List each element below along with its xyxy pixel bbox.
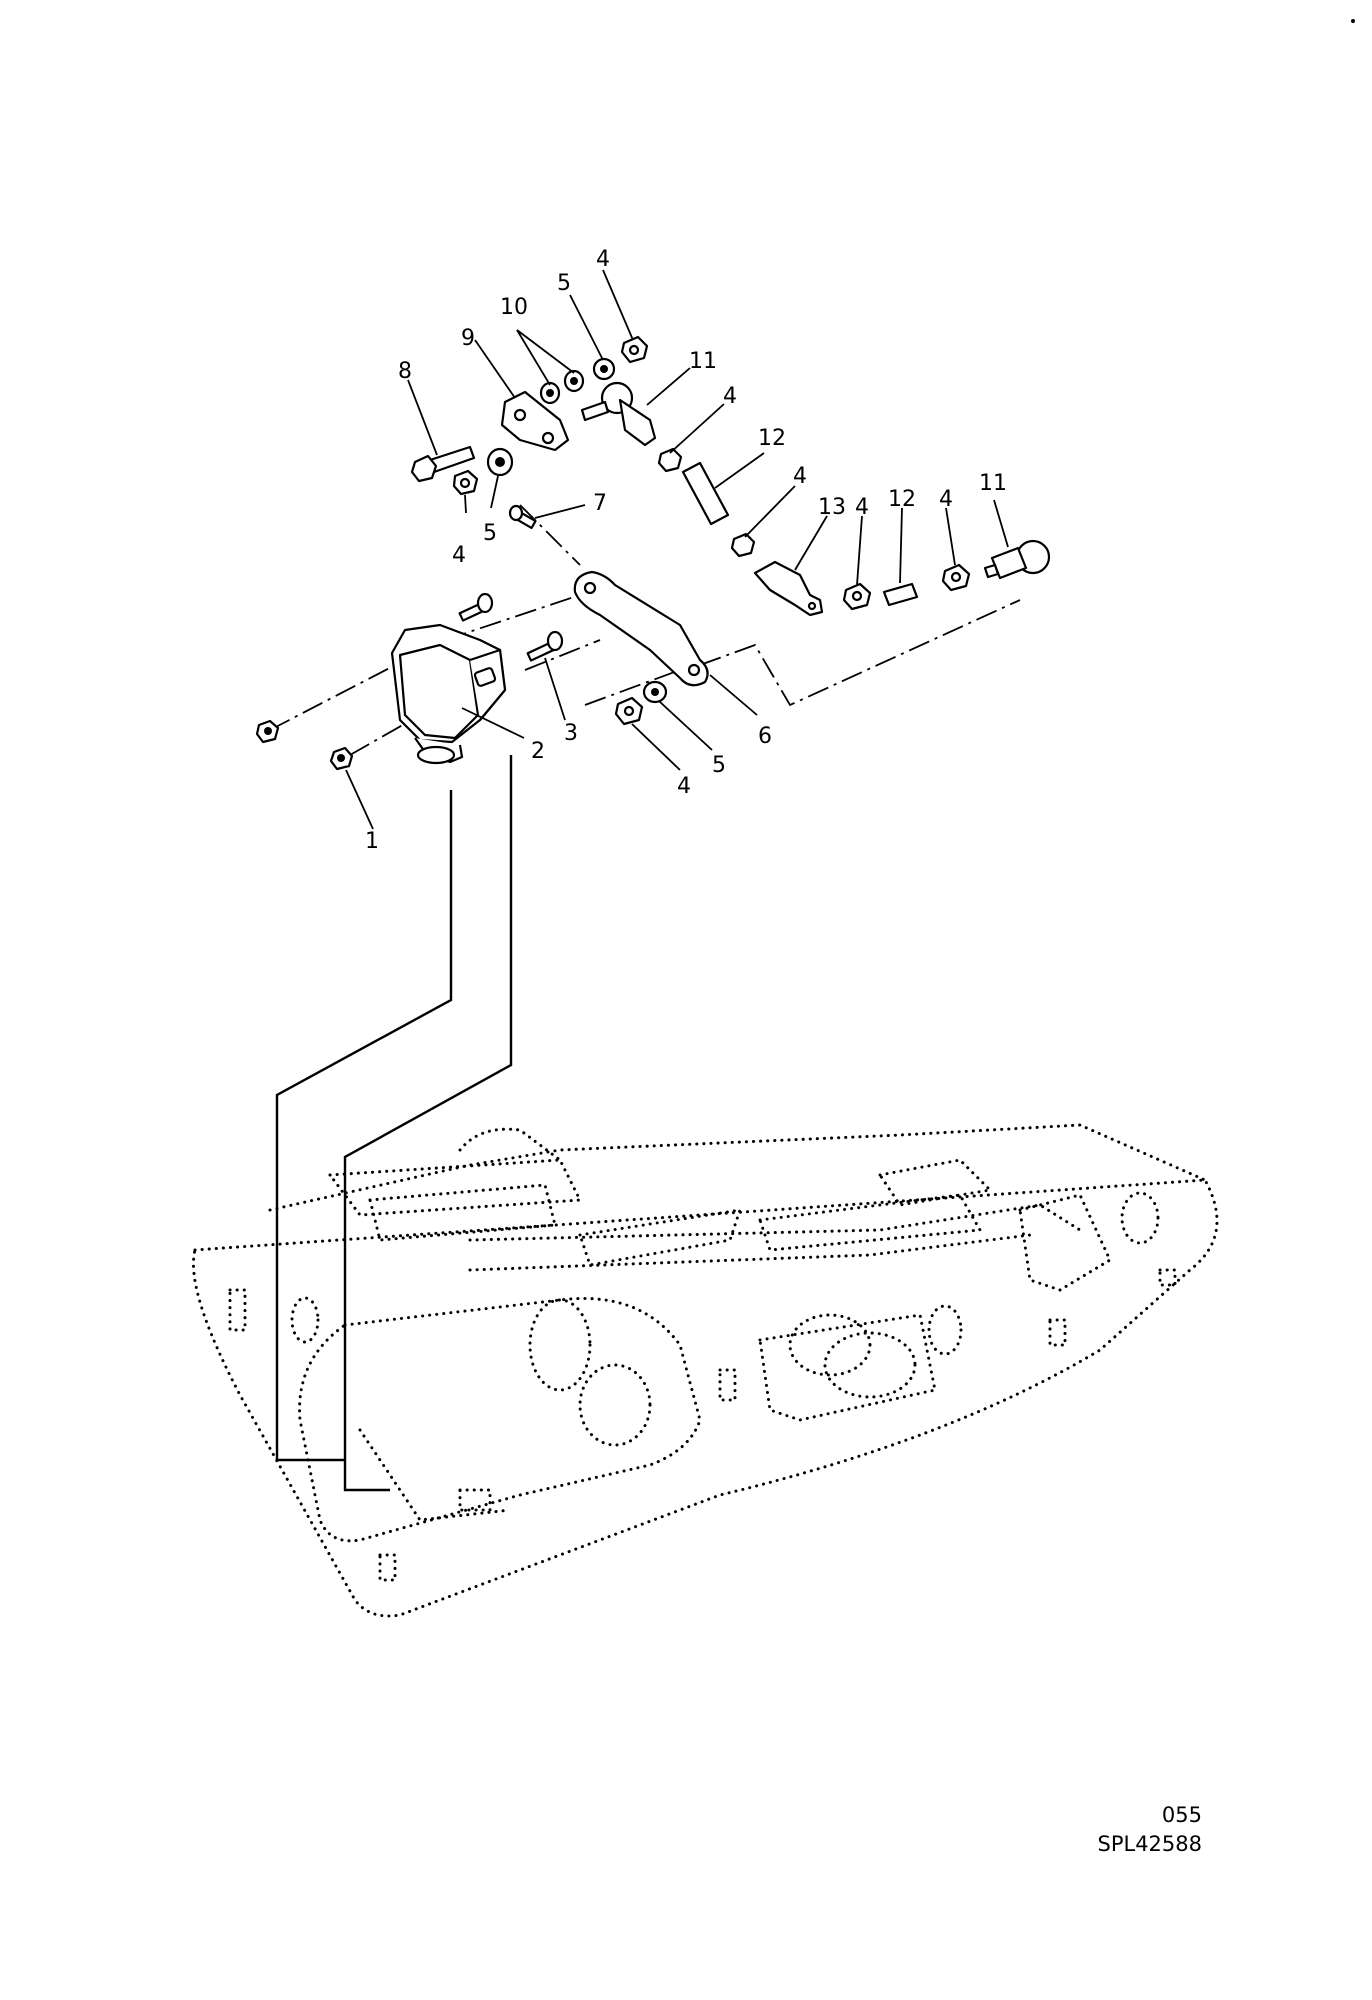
callout-13: 13: [818, 495, 846, 520]
callout-4: 4: [939, 487, 953, 512]
callout-3: 3: [564, 721, 578, 746]
corner-mark: [1351, 19, 1355, 23]
part-4-nut-rod-3: [842, 582, 872, 611]
part-9-plate: [500, 390, 570, 452]
part-11-ball-joint-upper: [580, 381, 657, 447]
part-5-washer-lower: [642, 680, 668, 704]
part-4-nut-top: [620, 335, 649, 364]
callout-12: 12: [888, 487, 916, 512]
page-number: 055: [1161, 1803, 1202, 1827]
part-12-spacer-2: [882, 582, 919, 607]
part-2-bracket: [390, 623, 507, 765]
part-5-washer-top: [592, 357, 616, 381]
leader-lines: [345, 269, 1009, 830]
callout-5: 5: [557, 271, 571, 296]
part-5-washer-upper-left: [486, 447, 514, 477]
manifold-outline: [191, 1123, 1219, 1618]
callout-1: 1: [365, 829, 379, 854]
part-nut-left: [255, 719, 280, 744]
callout-7: 7: [593, 491, 607, 516]
part-4-nut-upper-left: [452, 469, 479, 496]
part-4-nut-rod-1: [657, 447, 683, 473]
part-4-nut-rod-4: [941, 563, 971, 592]
part-4-nut-rod-2: [730, 532, 756, 558]
part-3-bolt: [526, 630, 564, 662]
callout-4: 4: [855, 495, 869, 520]
callout-11: 11: [689, 349, 717, 374]
part-7-bolt: [508, 504, 537, 530]
part-4-nut-lower: [614, 696, 644, 726]
assembly-axis-lines: [269, 504, 1021, 756]
callout-labels: 1 2 3 4 5 6 7 8 9 10 5 4 11 4 12 4 13 4 …: [365, 247, 1007, 854]
reference-lines: [275, 755, 513, 1492]
part-12-spacer-1: [681, 461, 730, 526]
part-8-bolt: [410, 445, 476, 483]
part-13-lever: [753, 560, 824, 617]
callout-8: 8: [398, 359, 412, 384]
callout-11: 11: [979, 471, 1007, 496]
drawing-reference: SPL42588: [1097, 1832, 1203, 1856]
callout-2: 2: [531, 739, 545, 764]
part-11-ball-joint-lower: [983, 539, 1051, 580]
callout-4: 4: [596, 247, 610, 272]
callout-4: 4: [723, 384, 737, 409]
callout-12: 12: [758, 426, 786, 451]
part-1-nut: [329, 746, 354, 771]
callout-5: 5: [483, 521, 497, 546]
callout-9: 9: [461, 326, 475, 351]
callout-6: 6: [758, 724, 772, 749]
callout-5: 5: [712, 753, 726, 778]
callout-10: 10: [500, 295, 528, 320]
callout-4: 4: [677, 774, 691, 799]
callout-4: 4: [452, 543, 466, 568]
part-bolt-bracket: [458, 592, 494, 622]
part-10-washers: [539, 369, 585, 405]
part-6-link-arm: [573, 570, 709, 687]
callout-4: 4: [793, 464, 807, 489]
